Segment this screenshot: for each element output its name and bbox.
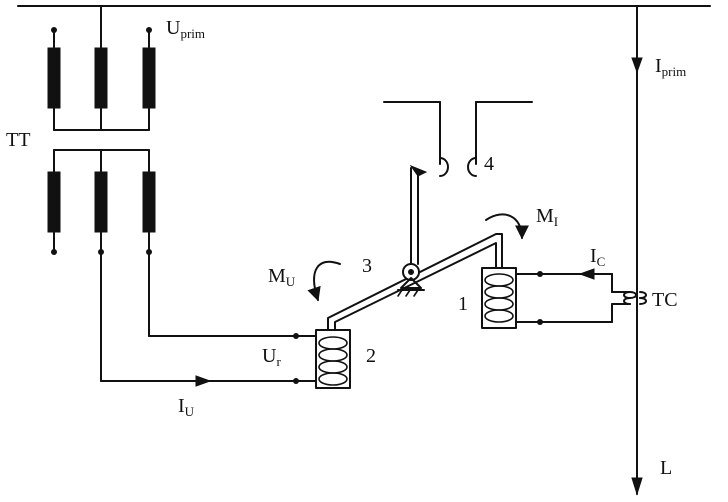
label-i-prim: Iprim: [655, 55, 686, 79]
label-u-r: Ur: [262, 345, 281, 369]
label-l: L: [660, 457, 672, 479]
label-3: 3: [362, 255, 372, 277]
label-i-u: IU: [178, 395, 195, 419]
m-i-torque-arrow: [485, 213, 529, 240]
voltage-coil-wiring: [100, 251, 299, 387]
label-tt: TT: [6, 129, 30, 151]
voltage-coil: [295, 329, 351, 389]
label-m-i: MI: [536, 205, 558, 229]
label-m-u: MU: [268, 265, 296, 289]
current-coil: [481, 267, 543, 329]
contacts: [383, 101, 533, 177]
current-transformer: [539, 268, 647, 323]
i-prim-arrow: [631, 57, 643, 74]
label-4: 4: [484, 153, 494, 175]
voltage-transformer: [47, 5, 156, 255]
m-u-torque-arrow: [307, 260, 341, 302]
label-tc: TC: [652, 289, 678, 311]
label-u-prim: Uprim: [166, 17, 205, 41]
label-2: 2: [366, 345, 376, 367]
label-1: 1: [458, 293, 468, 315]
label-i-c: IC: [590, 245, 605, 269]
l-arrow: [631, 477, 643, 496]
lever-beam: [327, 164, 503, 331]
